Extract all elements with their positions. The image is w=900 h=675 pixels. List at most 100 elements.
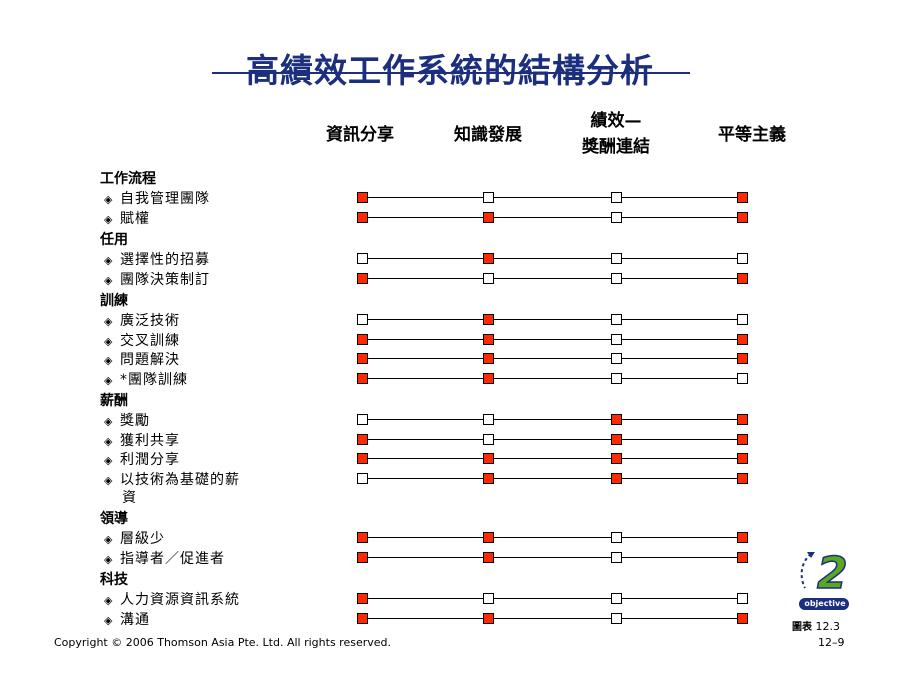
item-label: ◈賦權 xyxy=(104,208,150,228)
empty-marker xyxy=(737,314,748,325)
row-line xyxy=(362,458,742,459)
row-line xyxy=(362,419,742,420)
item-label: ◈以技術為基礎的薪 xyxy=(104,469,240,489)
empty-marker xyxy=(737,593,748,604)
item-label: ◈*團隊訓練 xyxy=(104,369,188,389)
empty-marker xyxy=(483,433,494,445)
row-line xyxy=(362,438,742,440)
figure-label: 圖表 12.3 xyxy=(792,618,840,633)
filled-marker xyxy=(483,253,494,264)
row-line xyxy=(362,617,742,619)
empty-marker xyxy=(611,211,622,223)
row-line xyxy=(362,556,742,558)
row-line xyxy=(362,537,742,538)
filled-marker xyxy=(483,551,494,563)
row-line xyxy=(362,338,742,340)
filled-marker xyxy=(357,192,368,203)
empty-marker xyxy=(357,314,368,325)
row-line xyxy=(362,319,742,320)
item-label: ◈ 交叉訓練 xyxy=(104,330,180,350)
row-line xyxy=(362,216,742,218)
column-header-label: 平等主義 xyxy=(718,125,786,145)
figure-number: 12.3 xyxy=(815,620,841,633)
filled-marker xyxy=(357,612,368,624)
objective-text: objective xyxy=(804,599,846,608)
filled-marker xyxy=(737,532,748,543)
column-header-label: 資訊分享 xyxy=(326,125,394,145)
filled-marker xyxy=(737,211,748,223)
empty-marker xyxy=(611,253,622,264)
filled-marker xyxy=(357,211,368,223)
item-label-text: 層級少 xyxy=(120,531,165,547)
item-label-text: 賦權 xyxy=(120,210,150,227)
filled-marker xyxy=(483,372,494,384)
diamond-bullet-icon: ◈ xyxy=(104,254,114,267)
item-label-text: 自我管理團隊 xyxy=(120,191,210,207)
empty-marker xyxy=(483,593,494,604)
empty-marker xyxy=(611,372,622,384)
filled-marker xyxy=(357,272,368,284)
empty-marker xyxy=(357,472,368,484)
figure-prefix: 圖表 xyxy=(792,622,812,633)
group-title: 領導 xyxy=(100,511,128,527)
filled-marker xyxy=(357,353,368,364)
item-label: ◈層級少 xyxy=(104,528,165,548)
filled-marker xyxy=(611,433,622,445)
filled-marker xyxy=(737,612,748,624)
item-label: ◈自我管理團隊 xyxy=(104,188,210,208)
item-label: ◈廣泛技術 xyxy=(104,310,180,330)
filled-marker xyxy=(737,414,748,425)
filled-marker xyxy=(737,333,748,345)
objective-badge: 2 objective xyxy=(797,548,851,612)
item-label: ◈ 團隊決策制訂 xyxy=(104,269,210,289)
empty-marker xyxy=(611,593,622,604)
diamond-bullet-icon: ◈ xyxy=(104,334,114,348)
filled-marker xyxy=(483,532,494,543)
item-label-text: 指導者／促進者 xyxy=(120,550,225,567)
item-label-continuation: 資 xyxy=(122,489,137,506)
diamond-bullet-icon: ◈ xyxy=(104,473,114,487)
row-line xyxy=(362,258,742,259)
group-title: 薪酬 xyxy=(100,393,128,409)
group-title: 訓練 xyxy=(100,293,128,309)
filled-marker xyxy=(611,414,622,425)
empty-marker xyxy=(611,353,622,364)
diamond-bullet-icon: ◈ xyxy=(104,273,114,287)
filled-marker xyxy=(737,551,748,563)
filled-marker xyxy=(483,353,494,364)
title-strike-line xyxy=(212,72,690,74)
diamond-bullet-icon: ◈ xyxy=(104,415,114,428)
empty-marker xyxy=(611,532,622,543)
diamond-bullet-icon: ◈ xyxy=(104,594,114,607)
filled-marker xyxy=(483,612,494,624)
item-label-text: 溝通 xyxy=(120,611,150,628)
group-title: 任用 xyxy=(100,232,128,248)
empty-marker xyxy=(737,372,748,384)
filled-marker xyxy=(357,593,368,604)
item-label-text: 團隊決策制訂 xyxy=(120,271,210,288)
filled-marker xyxy=(357,551,368,563)
item-label-text: 交叉訓練 xyxy=(120,332,180,349)
diamond-bullet-icon: ◈ xyxy=(104,315,114,328)
column-header-info-sharing: 資訊分享 xyxy=(300,122,420,148)
filled-marker xyxy=(357,453,368,464)
empty-marker xyxy=(483,272,494,284)
item-label-text: 獎勵 xyxy=(120,413,150,429)
column-header-performance-reward: 績效— 獎酬連結 xyxy=(556,108,676,160)
copyright: Copyright © 2006 Thomson Asia Pte. Ltd. … xyxy=(54,636,392,649)
page-title: 高績效工作系統的結構分析 xyxy=(246,51,654,90)
filled-marker xyxy=(611,453,622,464)
filled-marker xyxy=(357,372,368,384)
item-label-text: 人力資源資訊系統 xyxy=(120,592,240,608)
empty-marker xyxy=(611,333,622,345)
group-title: 工作流程 xyxy=(100,171,156,187)
column-header-label: 知識發展 xyxy=(454,125,522,145)
filled-marker xyxy=(737,353,748,364)
item-label-text: 問題解決 xyxy=(120,352,180,368)
item-label: ◈ 選擇性的招募 xyxy=(104,249,210,269)
filled-marker xyxy=(357,532,368,543)
item-label-text: 選擇性的招募 xyxy=(120,252,210,268)
column-header-label: 績效— 獎酬連結 xyxy=(582,111,650,157)
filled-marker xyxy=(737,192,748,203)
row-line xyxy=(362,377,742,379)
